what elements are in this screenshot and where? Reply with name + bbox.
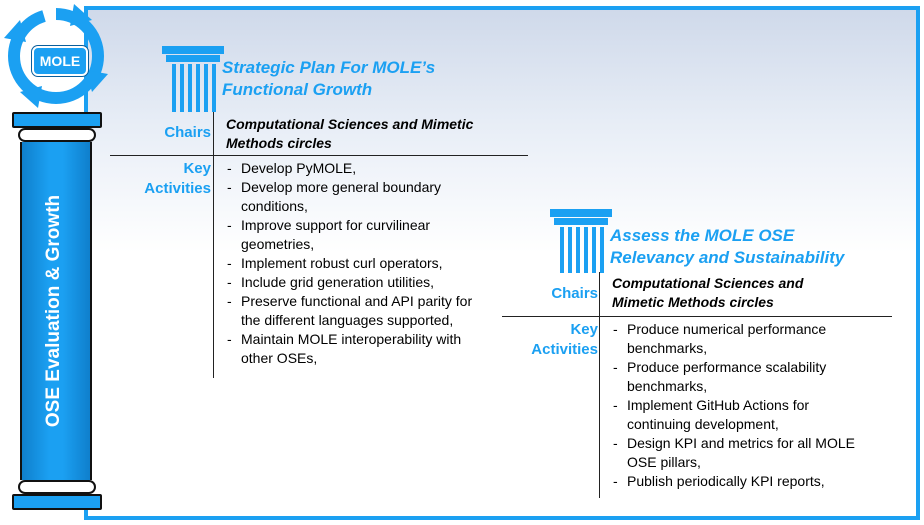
activity-item-line: benchmarks, bbox=[627, 378, 708, 394]
activity-item-line: geometries, bbox=[241, 236, 315, 252]
activity-item: Maintain MOLE interoperability with other… bbox=[225, 330, 525, 368]
activity-item-line: Implement GitHub Actions for bbox=[627, 397, 810, 413]
column-icon bbox=[550, 209, 612, 273]
activity-item-line: Design KPI and metrics for all MOLE bbox=[627, 435, 855, 451]
section1-activities-label: Key Activities bbox=[120, 159, 211, 199]
activity-item: Design KPI and metrics for all MOLE OSE p… bbox=[611, 434, 901, 472]
activity-item-line: OSE pillars, bbox=[627, 454, 701, 470]
section1-title-line2: Functional Growth bbox=[222, 80, 373, 99]
section2-activities-label-line2: Activities bbox=[531, 341, 598, 358]
pillar-capital bbox=[12, 112, 102, 128]
mole-logo: MOLE bbox=[4, 4, 108, 108]
activity-item-line: continuing development, bbox=[627, 416, 779, 432]
section1-activity-list: Develop PyMOLE, Develop more general boun… bbox=[225, 159, 525, 368]
logo-badge-text: MOLE bbox=[32, 46, 88, 76]
section1-title-line1: Strategic Plan For MOLE’s bbox=[222, 58, 436, 77]
section2-title-line1: Assess the MOLE OSE bbox=[610, 226, 795, 245]
section2-chairs-text: Computational Sciences and Mimetic Metho… bbox=[612, 274, 803, 312]
section1-divider bbox=[110, 155, 528, 156]
section1-title: Strategic Plan For MOLE’s Functional Gro… bbox=[222, 57, 435, 101]
section1-chairs-label: Chairs bbox=[164, 124, 211, 141]
activity-item: Implement GitHub Actions for continuing d… bbox=[611, 396, 901, 434]
activity-item: Produce performance scalability benchmark… bbox=[611, 358, 901, 396]
activity-item: Preserve functional and API parity for th… bbox=[225, 292, 525, 330]
activity-item: Publish periodically KPI reports, bbox=[611, 472, 901, 491]
activity-item-line: Implement robust curl operators, bbox=[241, 255, 443, 271]
activity-item: Improve support for curvilinear geometrie… bbox=[225, 216, 525, 254]
activity-item: Develop more general boundary conditions, bbox=[225, 178, 525, 216]
section2-column-rule bbox=[599, 272, 600, 498]
activity-item: Implement robust curl operators, bbox=[225, 254, 525, 273]
section1-activities-label-line1: Key bbox=[183, 160, 211, 177]
section1-activities-label-line2: Activities bbox=[144, 180, 211, 197]
pillar-shaft bbox=[20, 142, 92, 480]
activity-item-line: Maintain MOLE interoperability with bbox=[241, 331, 462, 347]
activity-item-line: Develop PyMOLE, bbox=[241, 160, 357, 176]
pillar-bottom-ring bbox=[18, 480, 96, 494]
activity-item: Produce numerical performance benchmarks, bbox=[611, 320, 901, 358]
section2-activity-list: Produce numerical performance benchmarks,… bbox=[611, 320, 901, 491]
section2-chairs-line1: Computational Sciences and bbox=[612, 275, 804, 291]
pillar-base bbox=[12, 494, 102, 510]
section1-chairs-line1: Computational Sciences and Mimetic bbox=[226, 116, 474, 132]
activity-item-line: Publish periodically KPI reports, bbox=[627, 473, 825, 489]
activity-item-line: Produce numerical performance bbox=[627, 321, 827, 337]
activity-item-line: benchmarks, bbox=[627, 340, 708, 356]
recycle-arrows-icon bbox=[4, 4, 108, 108]
activity-item-line: Improve support for curvilinear bbox=[241, 217, 431, 233]
column-icon bbox=[162, 46, 224, 112]
activity-item: Develop PyMOLE, bbox=[225, 159, 525, 178]
activity-item-line: the different languages supported, bbox=[241, 312, 454, 328]
pillar-top-ring bbox=[18, 128, 96, 142]
activity-item-line: Include grid generation utilities, bbox=[241, 274, 435, 290]
activity-item-line: Develop more general boundary bbox=[241, 179, 442, 195]
section2-title-line2: Relevancy and Sustainability bbox=[610, 248, 845, 267]
section2-chairs-line2: Mimetic Methods circles bbox=[612, 294, 774, 310]
section2-activities-label-line1: Key bbox=[570, 321, 598, 338]
activity-item-line: Produce performance scalability bbox=[627, 359, 827, 375]
pillar-label: OSE Evaluation & Growth bbox=[43, 194, 64, 428]
activity-item: Include grid generation utilities, bbox=[225, 273, 525, 292]
activity-item-line: Preserve functional and API parity for bbox=[241, 293, 473, 309]
section1-chairs-text: Computational Sciences and Mimetic Metho… bbox=[226, 115, 473, 153]
section1-chairs-line2: Methods circles bbox=[226, 135, 332, 151]
section1-column-rule bbox=[213, 112, 214, 378]
section2-divider bbox=[502, 316, 892, 317]
section2-chairs-label: Chairs bbox=[551, 285, 598, 302]
section2-activities-label: Key Activities bbox=[508, 320, 598, 360]
activity-item-line: conditions, bbox=[241, 198, 308, 214]
section2-title: Assess the MOLE OSE Relevancy and Sustai… bbox=[610, 225, 844, 269]
activity-item-line: other OSEs, bbox=[241, 350, 318, 366]
